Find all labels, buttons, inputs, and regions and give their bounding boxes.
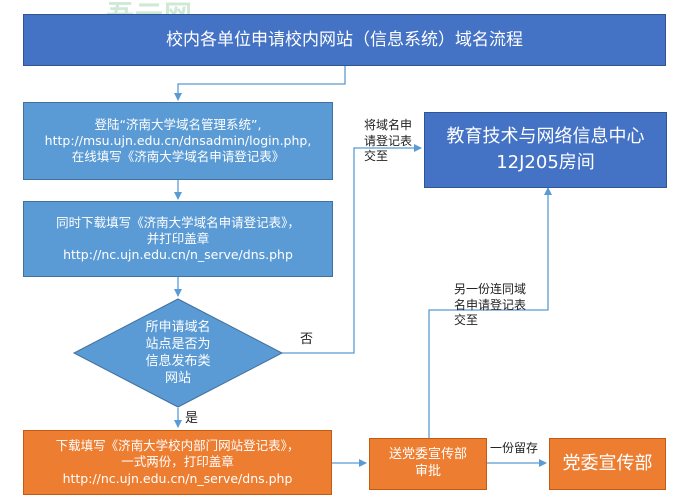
title-box: 校内各单位申请校内网站（信息系统）域名流程 <box>23 14 666 66</box>
other-copy-line3: 交至 <box>454 313 479 328</box>
network-center-box: 教育技术与网络信息中心 12J205房间 <box>424 112 667 188</box>
propaganda-dept-box: 党委宣传部 <box>549 438 666 490</box>
yes-label: 是 <box>185 411 199 426</box>
decision-line1: 所申请域名 <box>145 320 211 336</box>
submit-label-line2: 请登记表 <box>364 133 413 148</box>
center-line2: 12J205房间 <box>496 152 595 173</box>
decision-line4: 网站 <box>164 370 191 386</box>
dept-text: 党委宣传部 <box>562 453 653 475</box>
approval-line2: 审批 <box>414 464 441 479</box>
approval-line1: 送党委宣传部 <box>388 447 467 463</box>
submit-label: 将域名申 请登记表 交至 <box>364 118 412 165</box>
decision-line3: 信息发布类 <box>145 354 211 369</box>
step2-line2: 并打印盖章 <box>146 230 210 246</box>
decision-diamond <box>72 298 284 408</box>
arrow-decision-to-center <box>282 144 422 354</box>
decision-line2: 站点是否为 <box>145 337 211 353</box>
keep-label: 一份留存 <box>490 441 539 455</box>
step3-box: 下载填写《济南大学校内部门网站登记表》， 一式两份，打印盖章 http://nc… <box>23 430 332 495</box>
step2-box: 同时下载填写《济南大学域名申请登记表》， 并打印盖章 http://nc.ujn… <box>23 201 333 277</box>
arrow-title-to-step1 <box>174 66 346 101</box>
step1-line1: 登陆“济南大学域名管理系统”, <box>94 116 262 132</box>
step1-box: 登陆“济南大学域名管理系统”, http://msu.ujn.edu.cn/dn… <box>23 102 333 180</box>
other-copy-line1: 另一份连同域 <box>454 282 527 296</box>
center-line1: 教育技术与网络信息中心 <box>446 125 645 147</box>
decision-text: 所申请域名 站点是否为 信息发布类 网站 <box>120 308 236 400</box>
arrow-approve-to-center <box>428 187 552 438</box>
title-text: 校内各单位申请校内网站（信息系统）域名流程 <box>166 29 523 50</box>
step3-line1: 下载填写《济南大学校内部门网站登记表》， <box>55 438 300 454</box>
step3-line2: 一式两份，打印盖章 <box>121 454 234 470</box>
other-copy-label: 另一份连同域 名申请登记表 交至 <box>454 282 526 329</box>
step3-line3: http://nc.ujn.edu.cn/n_serve/dns.php <box>62 470 293 486</box>
step2-line3: http://nc.ujn.edu.cn/n_serve/dns.php <box>63 247 293 263</box>
submit-label-line1: 将域名申 <box>364 118 413 132</box>
no-label: 否 <box>300 332 314 347</box>
step2-line1: 同时下载填写《济南大学域名申请登记表》， <box>56 214 300 230</box>
approval-box: 送党委宣传部 审批 <box>369 438 487 490</box>
other-copy-line2: 名申请登记表 <box>454 297 527 312</box>
submit-label-line3: 交至 <box>364 149 389 164</box>
step1-line2: http://msu.ujn.edu.cn/dnsadmin/login.php… <box>44 132 312 148</box>
step1-line3: 在线填写《济南大学域名申请登记表》 <box>71 149 285 165</box>
